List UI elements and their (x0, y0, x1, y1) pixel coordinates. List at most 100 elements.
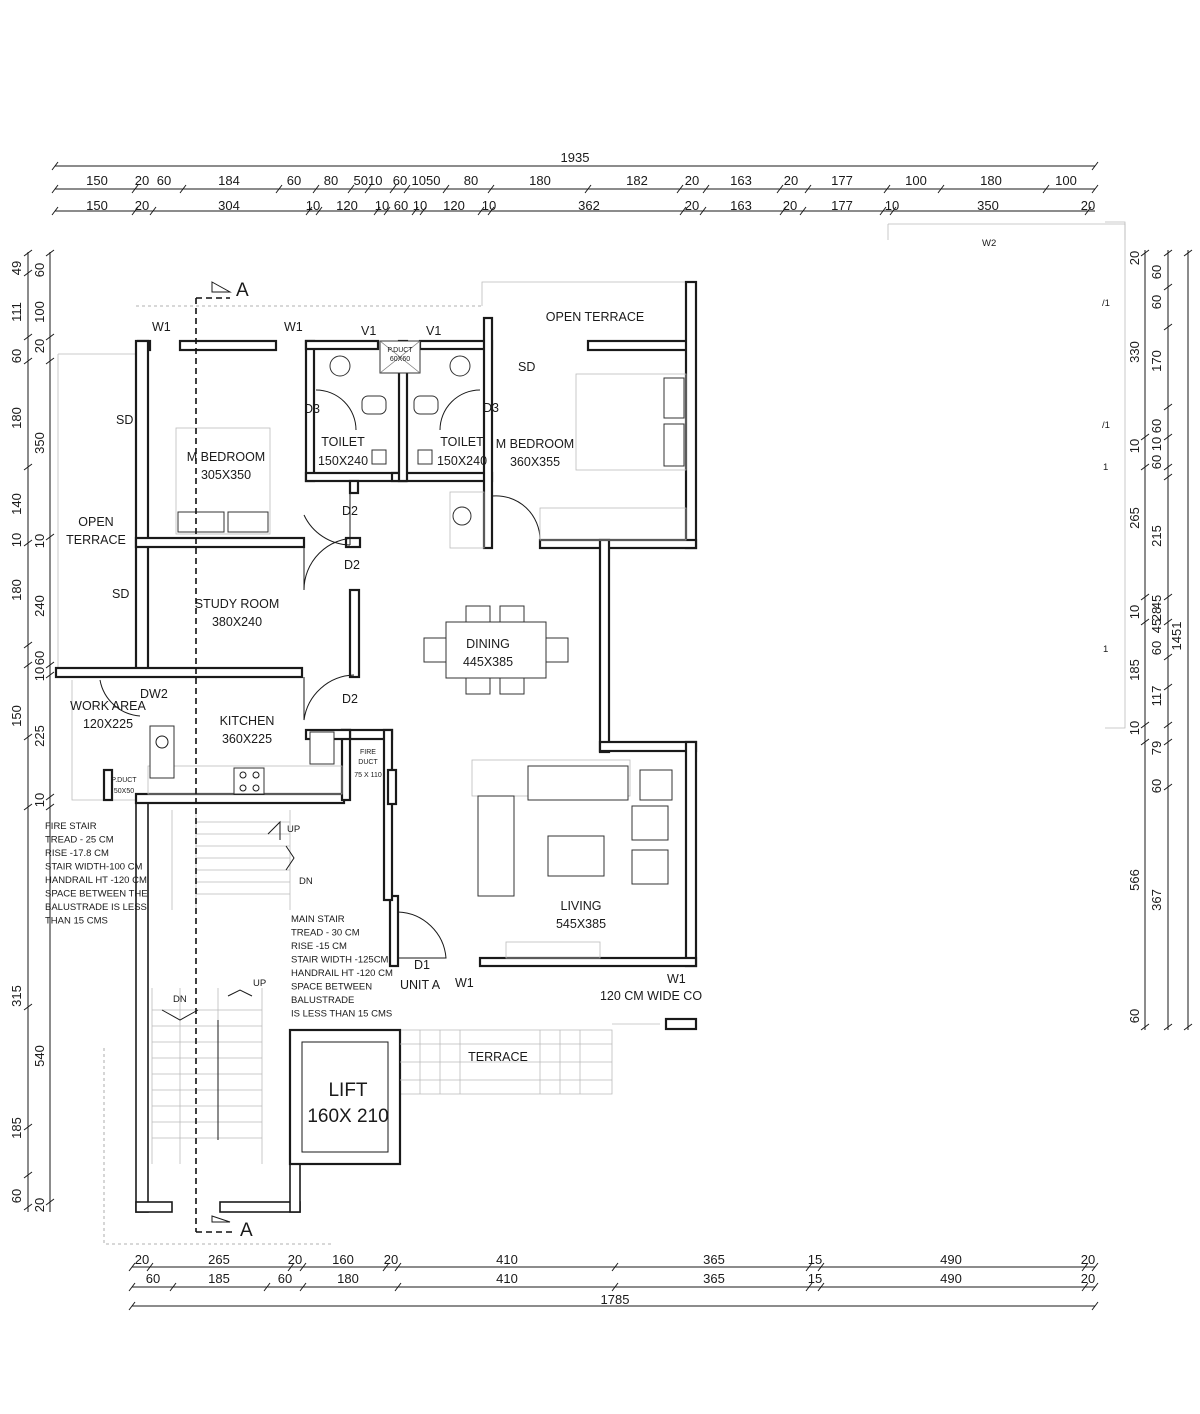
dim-label: 20 (685, 198, 699, 213)
wall-stub-d2 (348, 479, 360, 495)
dim-label: 10 (32, 793, 47, 807)
dim-label: 184 (218, 173, 240, 188)
dim-label: 177 (831, 173, 853, 188)
dim-label: 60 (1149, 419, 1164, 433)
dim-label: 10 (32, 534, 47, 548)
label-m-bedroom-right: M BEDROOM (496, 437, 574, 451)
note-line: BALUSTRADE (291, 995, 354, 1006)
tag-d2-c: D2 (342, 692, 358, 706)
tag-v1-b: V1 (426, 324, 441, 338)
tag-sd-b: SD (112, 587, 129, 601)
dim-label: 180 (9, 407, 24, 429)
note-line: STAIR WIDTH -125CM (291, 955, 389, 966)
dim-label: 20 (135, 198, 149, 213)
dim-label: 20 (135, 1252, 149, 1267)
dim-label: 265 (208, 1252, 230, 1267)
label-m-bedroom-left-size: 305X350 (201, 468, 251, 482)
dim-label: 140 (9, 493, 24, 515)
tag-d3-b: D3 (483, 401, 499, 415)
wall-toilet-right-north (418, 339, 494, 351)
dim-label: 163 (730, 198, 752, 213)
dim-label: 330 (1127, 341, 1142, 363)
dim-label: 20 (32, 339, 47, 353)
dim-label: 20 (384, 1252, 398, 1267)
wall-study-stub (344, 536, 362, 549)
label-m-bedroom-left: M BEDROOM (187, 450, 265, 464)
dim-label: 304 (218, 198, 240, 213)
label-open-terrace-top: OPEN TERRACE (546, 310, 644, 324)
wall-fire-duct-west (340, 728, 352, 802)
dim-label: 1451 (1169, 622, 1184, 651)
note-line: THAN 15 CMS (45, 916, 108, 927)
dim-label: 45 (1149, 619, 1164, 633)
dim-label: 100 (905, 173, 927, 188)
dim-label: 10 (306, 198, 320, 213)
element-tags: W1 W1 V1 V1 D3 D3 SD SD SD D2 D2 D2 DW2 … (111, 320, 685, 1005)
dim-label: 20 (784, 173, 798, 188)
tag-sd-c: SD (518, 360, 535, 374)
note-line: HANDRAIL HT -120 CM (45, 875, 147, 886)
dim-label: 20 (685, 173, 699, 188)
right-mark-1: /1 (1102, 298, 1110, 309)
right-mark-3: 1 (1103, 462, 1108, 473)
dim-bottom-overall: 1785 (601, 1292, 630, 1307)
dim-label: 163 (730, 173, 752, 188)
note-line: TREAD - 30 CM (291, 928, 360, 939)
wall-west-upper (134, 339, 150, 677)
dim-label: 150 (86, 173, 108, 188)
dim-label: 28 (1149, 607, 1164, 621)
label-open-terrace-left-2: TERRACE (66, 533, 126, 547)
dim-label: 1050 (412, 173, 441, 188)
wall-south-left (135, 1201, 173, 1213)
dim-label: 490 (940, 1252, 962, 1267)
dim-label: 120 (443, 198, 465, 213)
tag-sd-a: SD (116, 413, 133, 427)
dim-label: 49 (9, 261, 24, 275)
dim-label: 10 (482, 198, 496, 213)
dim-label: 60 (278, 1271, 292, 1286)
note-line: HANDRAIL HT -120 CM (291, 968, 393, 979)
label-kitchen: KITCHEN (220, 714, 275, 728)
label-m-bedroom-right-size: 360X355 (510, 455, 560, 469)
dim-label: 60 (32, 263, 47, 277)
dim-label: 60 (1149, 265, 1164, 279)
label-terrace: TERRACE (468, 1050, 528, 1064)
dim-label: 150 (9, 705, 24, 727)
dim-label: 60 (157, 173, 171, 188)
tag-p-duct-top: P.DUCT (387, 347, 413, 354)
dim-label: 182 (626, 173, 648, 188)
tag-d2-b: D2 (344, 558, 360, 572)
stairs (151, 810, 295, 1164)
wall-bedroom-study (134, 536, 306, 549)
label-living-size: 545X385 (556, 917, 606, 931)
dim-label: 60 (287, 173, 301, 188)
wall-stair-east (382, 728, 394, 902)
section-mark-bottom: A (240, 1220, 253, 1241)
tag-w2: W2 (982, 238, 996, 249)
dim-label: 60 (394, 198, 408, 213)
dim-label: 540 (32, 1045, 47, 1067)
note-line: SPACE BETWEEN THE (45, 889, 148, 900)
dim-label: 410 (496, 1252, 518, 1267)
dim-label: 185 (9, 1117, 24, 1139)
tag-d2-a: D2 (342, 504, 358, 518)
dim-label: 111 (9, 302, 24, 322)
dim-label: 20 (1127, 251, 1142, 265)
dim-label: 20 (1081, 1252, 1095, 1267)
dim-label: 170 (1149, 350, 1164, 372)
label-unit: UNIT A (400, 978, 441, 992)
label-toilet-left-size: 150X240 (318, 454, 368, 468)
dim-label: 80 (324, 173, 338, 188)
dim-label: 365 (703, 1252, 725, 1267)
w2-band: W2 (887, 223, 1126, 249)
